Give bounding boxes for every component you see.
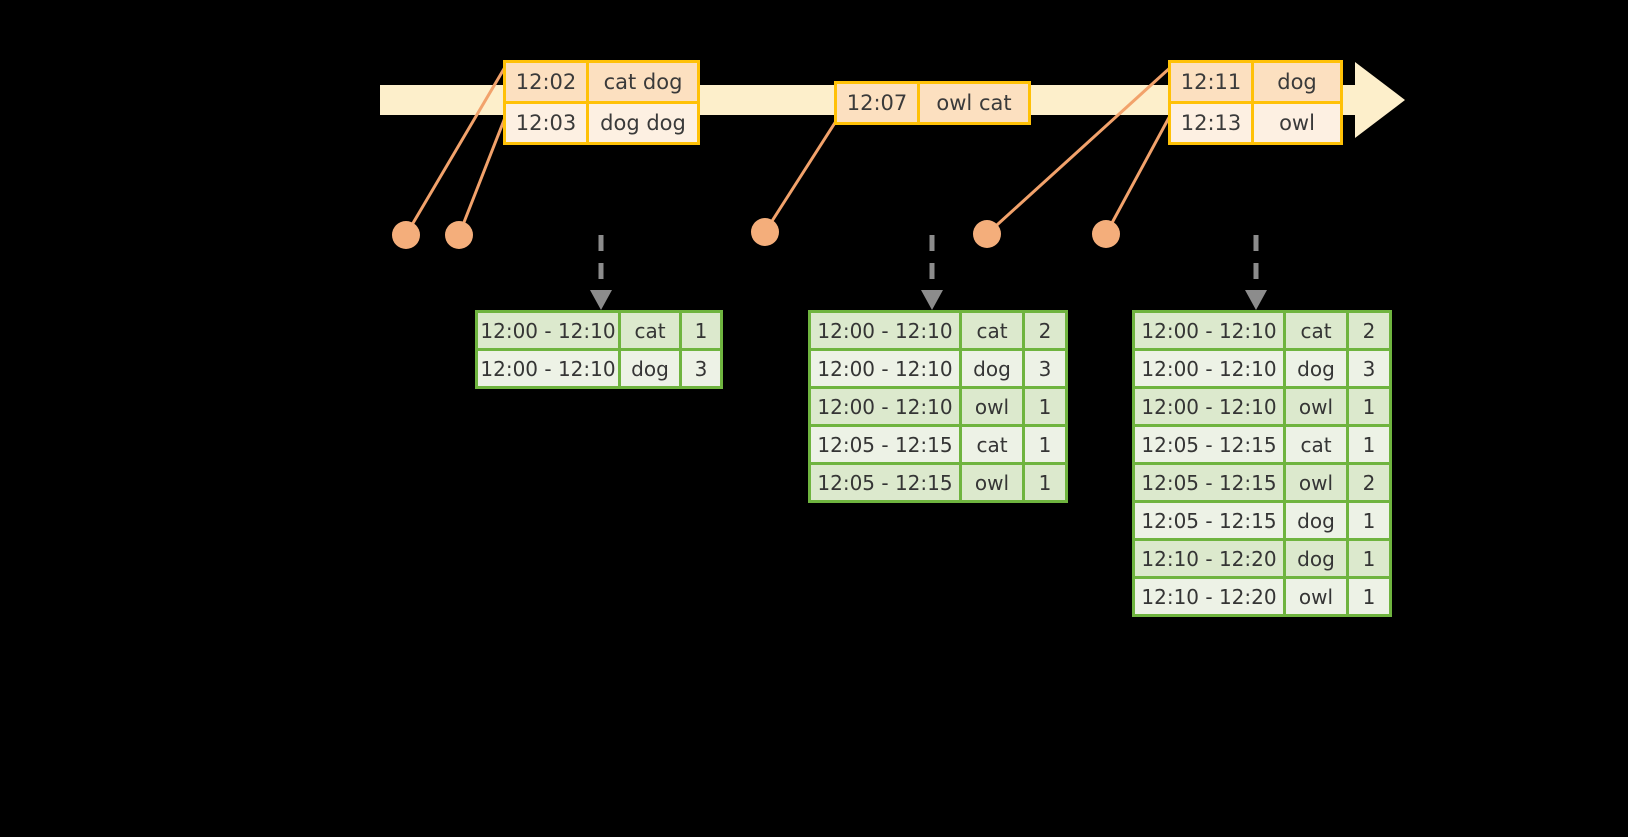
key-cell: dog	[1286, 503, 1346, 538]
key-cell: dog	[621, 351, 679, 386]
table-row[interactable]: 12:00 - 12:10 cat 1	[478, 313, 720, 348]
event-time: 12:11	[1171, 63, 1254, 101]
window-cell: 12:05 - 12:15	[1135, 427, 1283, 462]
window-cell: 12:00 - 12:10	[811, 351, 959, 386]
event-row[interactable]: 12:07 owl cat	[837, 84, 1028, 122]
count-cell: 3	[1025, 351, 1065, 386]
window-cell: 12:05 - 12:15	[1135, 465, 1283, 500]
event-value: dog	[1277, 70, 1317, 94]
emission-dot-3	[751, 218, 779, 246]
event-time: 12:03	[506, 104, 589, 142]
table-row[interactable]: 12:05 - 12:15 dog 1	[1135, 503, 1389, 538]
count-cell: 1	[1025, 389, 1065, 424]
count-cell: 3	[682, 351, 720, 386]
table-row[interactable]: 12:00 - 12:10 dog 3	[478, 351, 720, 386]
key-cell: cat	[621, 313, 679, 348]
dashed-arrow-heads	[590, 290, 1267, 310]
window-cell: 12:00 - 12:10	[478, 313, 618, 348]
dashed-arrow-head-3	[1245, 290, 1267, 310]
dashed-arrow-head-2	[921, 290, 943, 310]
emission-dot-5	[1092, 220, 1120, 248]
key-cell: cat	[1286, 313, 1346, 348]
dashed-arrows	[598, 235, 1259, 292]
window-cell: 12:00 - 12:10	[1135, 313, 1283, 348]
table-row[interactable]: 12:00 - 12:10 cat 2	[811, 313, 1065, 348]
table-row[interactable]: 12:05 - 12:15 cat 1	[811, 427, 1065, 462]
key-cell: cat	[962, 427, 1022, 462]
table-row[interactable]: 12:05 - 12:15 owl 1	[811, 465, 1065, 500]
key-cell: owl	[1286, 579, 1346, 614]
count-cell: 1	[1349, 503, 1389, 538]
key-cell: owl	[1286, 465, 1346, 500]
result-table-2[interactable]: 12:00 - 12:10 cat 2 12:00 - 12:10 dog 3 …	[808, 310, 1068, 503]
key-cell: owl	[962, 465, 1022, 500]
event-row[interactable]: 12:02 cat dog	[506, 63, 697, 101]
connector-line-5	[1104, 111, 1174, 235]
event-value: owl	[1279, 111, 1315, 135]
table-row[interactable]: 12:00 - 12:10 cat 2	[1135, 313, 1389, 348]
event-value: cat dog	[603, 70, 683, 94]
table-row[interactable]: 12:10 - 12:20 dog 1	[1135, 541, 1389, 576]
event-box-1[interactable]: 12:02 cat dog 12:03 dog dog	[503, 60, 700, 145]
key-cell: dog	[1286, 351, 1346, 386]
table-row[interactable]: 12:05 - 12:15 cat 1	[1135, 427, 1389, 462]
event-value: dog dog	[600, 111, 686, 135]
result-table-3[interactable]: 12:00 - 12:10 cat 2 12:00 - 12:10 dog 3 …	[1132, 310, 1392, 617]
window-cell: 12:00 - 12:10	[1135, 351, 1283, 386]
table-row[interactable]: 12:10 - 12:20 owl 1	[1135, 579, 1389, 614]
count-cell: 1	[1349, 427, 1389, 462]
key-cell: cat	[1286, 427, 1346, 462]
connector-line-2	[457, 109, 510, 236]
emission-dot-1	[392, 221, 420, 249]
emission-dot-2	[445, 221, 473, 249]
count-cell: 2	[1349, 465, 1389, 500]
emission-dots	[392, 218, 1120, 249]
count-cell: 2	[1349, 313, 1389, 348]
event-row[interactable]: 12:11 dog	[1171, 63, 1340, 101]
window-cell: 12:05 - 12:15	[811, 465, 959, 500]
key-cell: owl	[1286, 389, 1346, 424]
table-row[interactable]: 12:00 - 12:10 owl 1	[811, 389, 1065, 424]
count-cell: 1	[1349, 389, 1389, 424]
key-cell: dog	[962, 351, 1022, 386]
count-cell: 2	[1025, 313, 1065, 348]
event-time: 12:07	[837, 84, 920, 122]
window-cell: 12:00 - 12:10	[478, 351, 618, 386]
table-row[interactable]: 12:00 - 12:10 owl 1	[1135, 389, 1389, 424]
window-cell: 12:05 - 12:15	[811, 427, 959, 462]
count-cell: 1	[1025, 465, 1065, 500]
count-cell: 1	[682, 313, 720, 348]
window-cell: 12:00 - 12:10	[811, 389, 959, 424]
event-value: owl cat	[936, 91, 1012, 115]
table-row[interactable]: 12:00 - 12:10 dog 3	[1135, 351, 1389, 386]
count-cell: 1	[1025, 427, 1065, 462]
event-row[interactable]: 12:03 dog dog	[506, 101, 697, 142]
key-cell: cat	[962, 313, 1022, 348]
event-row[interactable]: 12:13 owl	[1171, 101, 1340, 142]
table-row[interactable]: 12:05 - 12:15 owl 2	[1135, 465, 1389, 500]
count-cell: 3	[1349, 351, 1389, 386]
event-time: 12:02	[506, 63, 589, 101]
window-cell: 12:00 - 12:10	[811, 313, 959, 348]
window-cell: 12:10 - 12:20	[1135, 579, 1283, 614]
window-cell: 12:05 - 12:15	[1135, 503, 1283, 538]
window-cell: 12:10 - 12:20	[1135, 541, 1283, 576]
connector-line-3	[763, 117, 840, 233]
event-time: 12:13	[1171, 104, 1254, 142]
window-cell: 12:00 - 12:10	[1135, 389, 1283, 424]
key-cell: dog	[1286, 541, 1346, 576]
table-row[interactable]: 12:00 - 12:10 dog 3	[811, 351, 1065, 386]
event-box-3[interactable]: 12:11 dog 12:13 owl	[1168, 60, 1343, 145]
dashed-arrow-head-1	[590, 290, 612, 310]
count-cell: 1	[1349, 541, 1389, 576]
result-table-1[interactable]: 12:00 - 12:10 cat 1 12:00 - 12:10 dog 3	[475, 310, 723, 389]
connector-line-1	[404, 61, 510, 236]
emission-dot-4	[973, 220, 1001, 248]
event-box-2[interactable]: 12:07 owl cat	[834, 81, 1031, 125]
count-cell: 1	[1349, 579, 1389, 614]
key-cell: owl	[962, 389, 1022, 424]
